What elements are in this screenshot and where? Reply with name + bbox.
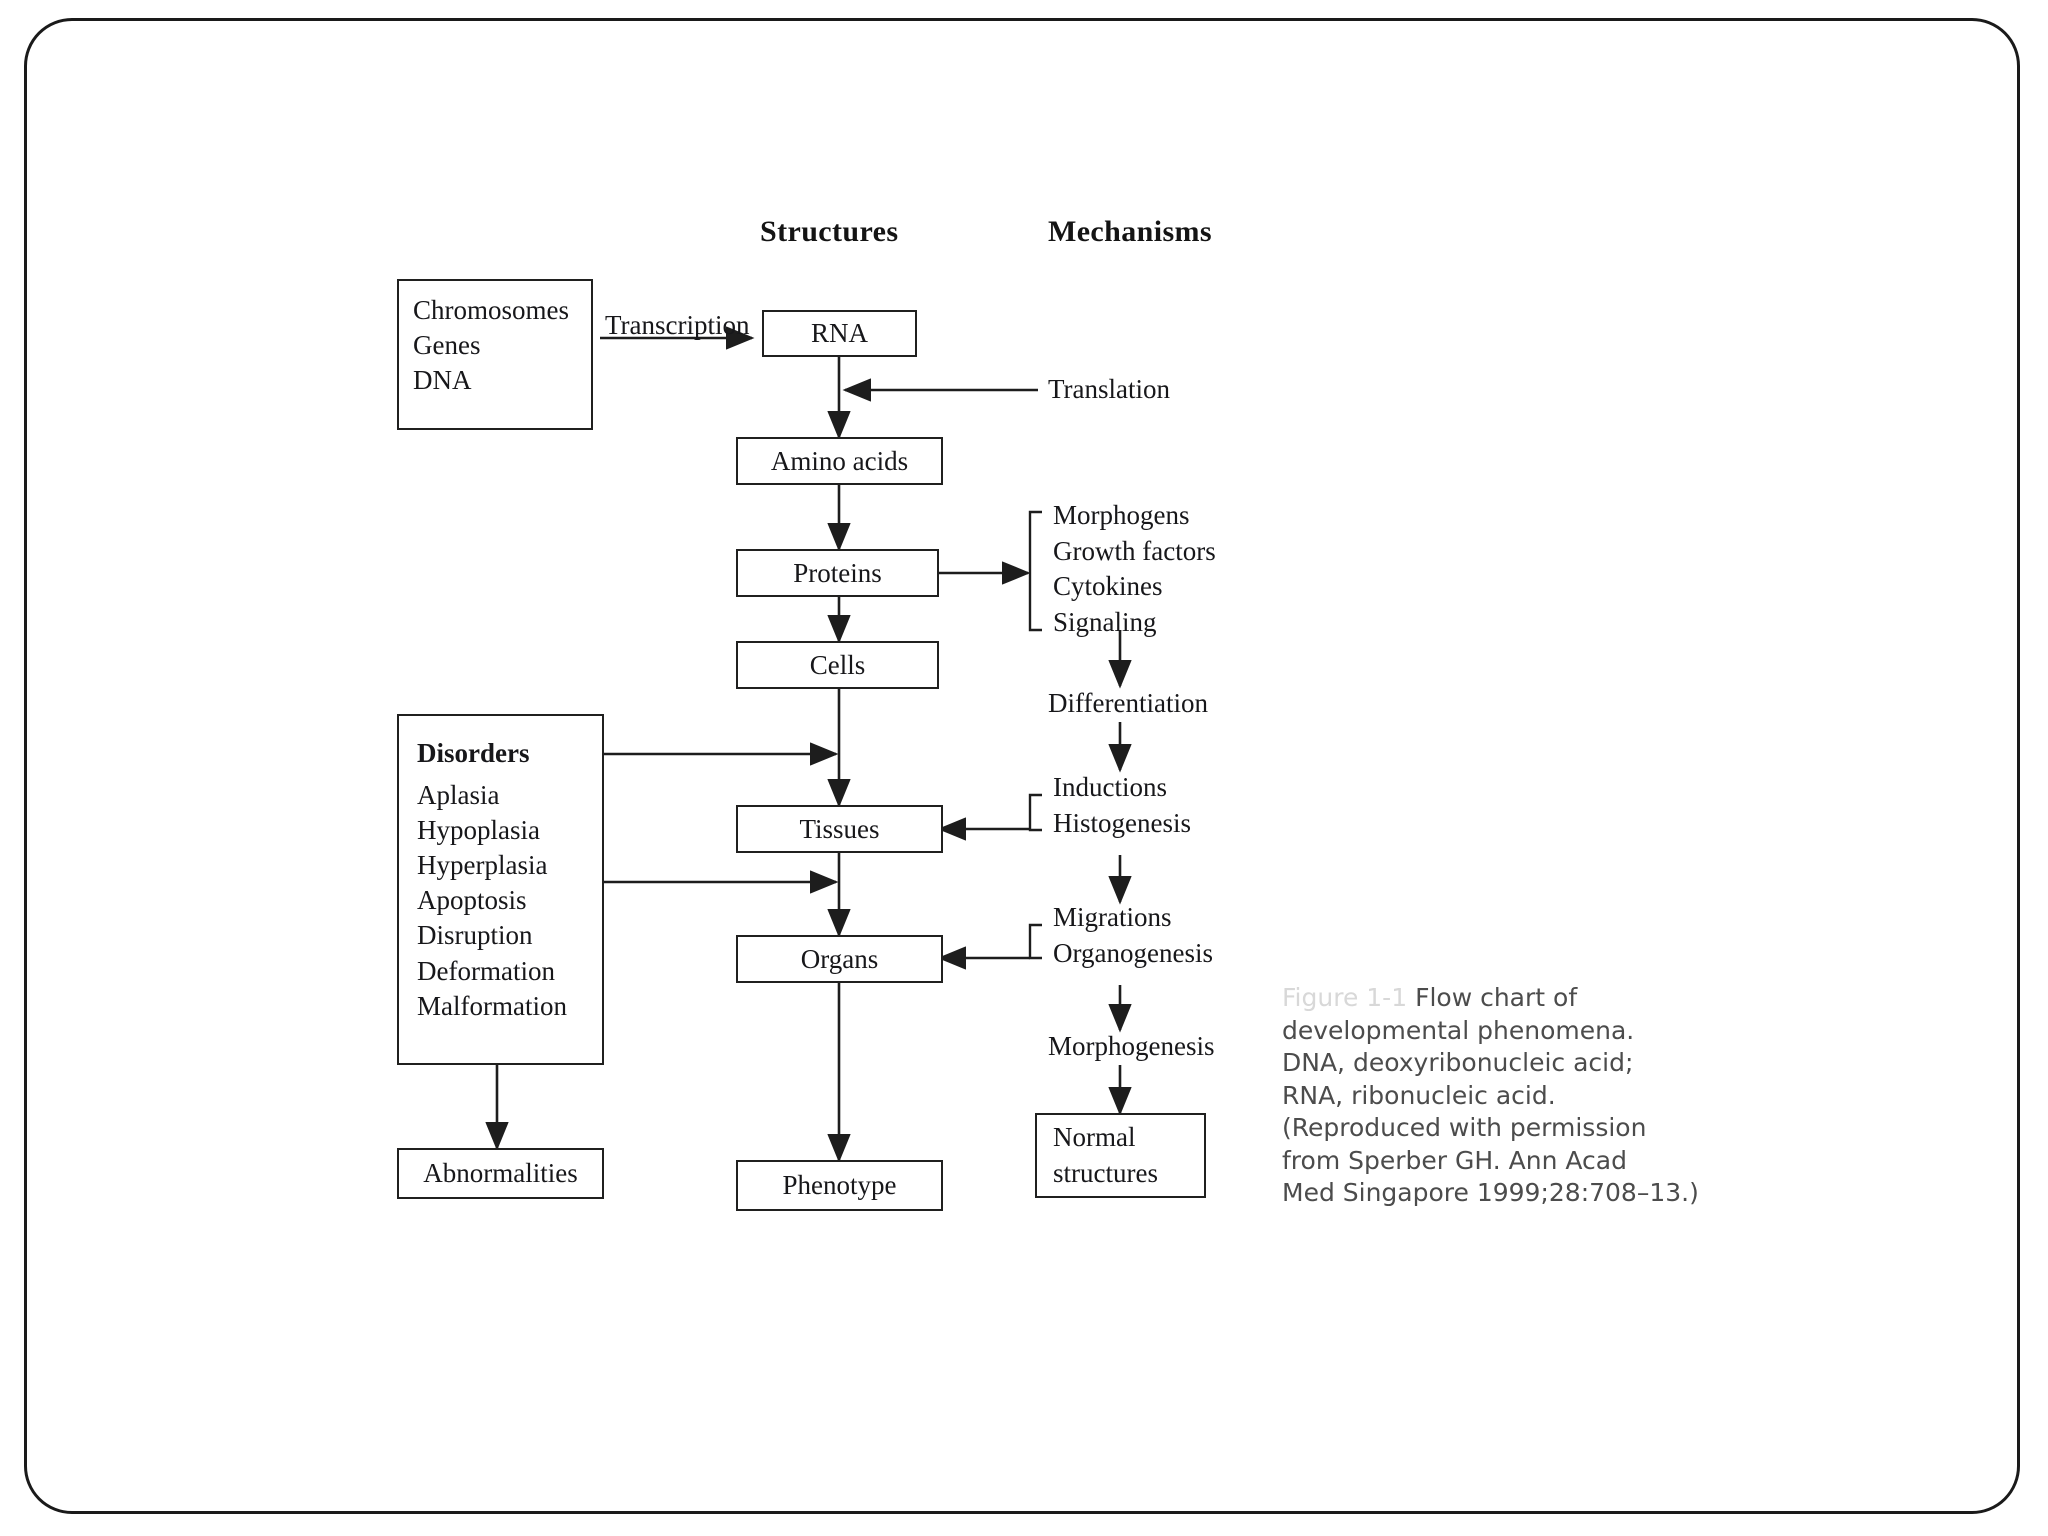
caption-line-3: DNA, deoxyribonucleic acid; [1282, 1048, 1634, 1077]
mechanism-growth-factors: Growth factors [1053, 535, 1216, 566]
normal-structures-line2: structures [1053, 1157, 1158, 1188]
caption-line-7: Med Singapore 1999;28:708–13.) [1282, 1178, 1699, 1207]
disorders-title: Disorders [417, 738, 530, 768]
mechanism-group-inductions: Inductions Histogenesis [1053, 770, 1191, 841]
mechanism-inductions: Inductions [1053, 772, 1167, 802]
node-abnormalities[interactable]: Abnormalities [397, 1148, 604, 1199]
mechanism-cytokines: Cytokines [1053, 571, 1163, 602]
caption-line-6: from Sperber GH. Ann Acad [1282, 1145, 1627, 1175]
caption-line-5: (Reproduced with permission [1282, 1113, 1647, 1142]
bracket-signaling [1028, 510, 1042, 632]
node-tissues[interactable]: Tissues [736, 805, 943, 853]
disorder-malformation: Malformation [417, 990, 567, 1021]
label-transcription: Transcription [605, 310, 750, 340]
node-phenotype[interactable]: Phenotype [736, 1160, 943, 1211]
figure-caption: Figure 1-1 Flow chart of developmental p… [1282, 982, 1702, 1210]
disorder-apoptosis: Apoptosis [417, 885, 527, 916]
mechanism-signaling: Signaling [1053, 606, 1157, 637]
label-translation: Translation [1048, 374, 1171, 404]
node-disorders[interactable]: Disorders Aplasia Hypoplasia Hyperplasia… [397, 714, 604, 1065]
caption-figure-number: Figure 1-1 [1282, 983, 1408, 1012]
column-header-mechanisms: Mechanisms [1048, 215, 1212, 248]
node-cells[interactable]: Cells [736, 641, 939, 689]
normal-structures-line1: Normal [1053, 1122, 1136, 1153]
disorder-deformation: Deformation [417, 955, 555, 986]
column-header-structures: Structures [760, 215, 899, 248]
label-morphogenesis: Morphogenesis [1048, 1031, 1215, 1061]
label-differentiation: Differentiation [1048, 688, 1208, 718]
node-amino-acids[interactable]: Amino acids [736, 437, 943, 485]
caption-line-4: RNA, ribonucleic acid. [1282, 1080, 1556, 1110]
disorder-aplasia: Aplasia [417, 780, 500, 811]
mechanism-group-signaling: Morphogens Growth factors Cytokines Sign… [1053, 498, 1216, 641]
source-line-dna: DNA [413, 365, 472, 396]
source-line-chromosomes: Chromosomes [413, 295, 570, 325]
disorder-hyperplasia: Hyperplasia [417, 850, 548, 881]
caption-line-1: Flow chart of [1415, 983, 1578, 1012]
mechanism-organogenesis: Organogenesis [1053, 937, 1213, 968]
mechanism-histogenesis: Histogenesis [1053, 807, 1191, 838]
node-chromosomes-genes-dna[interactable]: Chromosomes Genes DNA [397, 279, 593, 430]
source-line-genes: Genes [413, 330, 481, 361]
bracket-inductions [1028, 793, 1042, 832]
caption-line-2: developmental phenomena. [1282, 1015, 1635, 1045]
node-proteins[interactable]: Proteins [736, 549, 939, 597]
mechanism-morphogens: Morphogens [1053, 500, 1190, 530]
node-organs[interactable]: Organs [736, 935, 943, 983]
mechanism-group-migrations: Migrations Organogenesis [1053, 900, 1213, 971]
mechanism-migrations: Migrations [1053, 902, 1172, 932]
node-rna[interactable]: RNA [762, 310, 917, 357]
bracket-migrations [1028, 923, 1042, 960]
disorder-disruption: Disruption [417, 920, 533, 951]
node-normal-structures[interactable]: Normal structures [1035, 1113, 1206, 1198]
disorder-hypoplasia: Hypoplasia [417, 815, 540, 846]
